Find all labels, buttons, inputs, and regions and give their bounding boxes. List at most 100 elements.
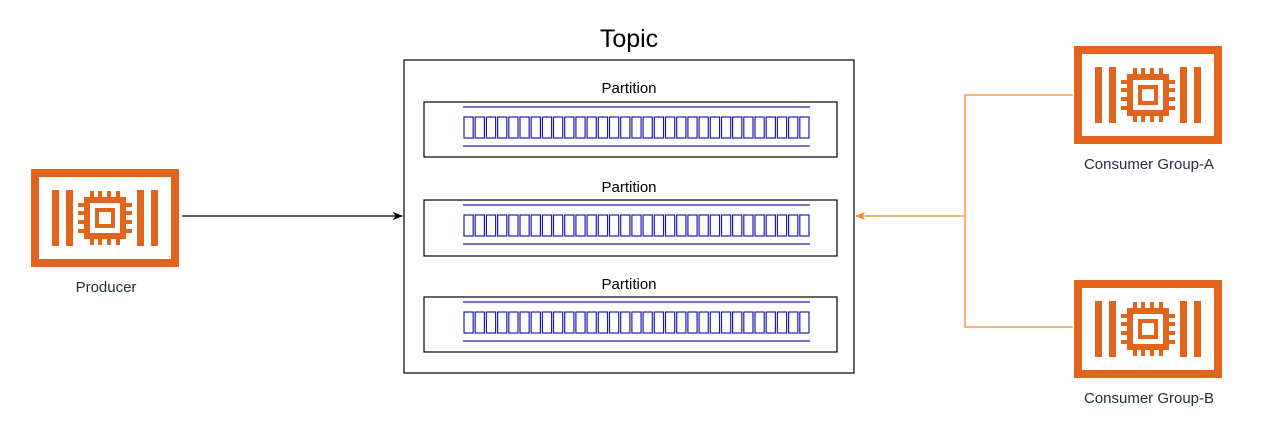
message-cell bbox=[787, 116, 799, 139]
message-cell bbox=[552, 116, 564, 139]
message-cell bbox=[530, 214, 542, 237]
message-cell bbox=[676, 311, 687, 334]
message-cell bbox=[474, 116, 486, 139]
message-cell bbox=[720, 116, 732, 139]
message-cell bbox=[653, 116, 665, 139]
consumer-group-b-label: Consumer Group-B bbox=[1084, 390, 1214, 407]
message-cell bbox=[664, 311, 676, 334]
message-cell bbox=[541, 311, 553, 334]
message-cell bbox=[608, 116, 620, 139]
message-cell bbox=[474, 311, 486, 334]
message-cell bbox=[709, 116, 721, 139]
message-cell bbox=[698, 214, 709, 237]
message-cell bbox=[575, 311, 586, 334]
partition-label: Partition bbox=[601, 276, 656, 293]
message-cell bbox=[586, 116, 597, 139]
message-cell bbox=[765, 116, 777, 139]
message-cell bbox=[799, 116, 810, 139]
message-cell bbox=[731, 116, 743, 139]
message-cell bbox=[519, 311, 530, 334]
message-cell bbox=[743, 311, 754, 334]
message-cell bbox=[754, 214, 765, 237]
message-queue bbox=[463, 301, 810, 342]
message-queue bbox=[463, 204, 810, 245]
message-cell bbox=[731, 214, 743, 237]
message-cell bbox=[530, 116, 542, 139]
message-cell bbox=[519, 116, 530, 139]
message-cell bbox=[754, 116, 765, 139]
message-cell bbox=[642, 116, 653, 139]
message-cell bbox=[642, 311, 653, 334]
message-cell bbox=[463, 214, 474, 237]
message-cell bbox=[552, 214, 564, 237]
message-cell bbox=[664, 214, 676, 237]
message-cell bbox=[754, 311, 765, 334]
message-cell bbox=[608, 311, 620, 334]
message-cell bbox=[541, 116, 553, 139]
message-cell bbox=[586, 311, 597, 334]
consumer-group-a-icon[interactable] bbox=[1078, 50, 1218, 140]
message-cell bbox=[552, 311, 564, 334]
message-cell bbox=[653, 214, 665, 237]
message-cell bbox=[497, 311, 508, 334]
message-cell bbox=[720, 214, 732, 237]
partition-box bbox=[423, 296, 838, 353]
message-cell bbox=[687, 311, 698, 334]
message-cell bbox=[765, 311, 777, 334]
partition-box bbox=[423, 101, 838, 158]
topic-container bbox=[403, 59, 855, 374]
message-cell bbox=[664, 116, 676, 139]
message-cell bbox=[631, 116, 642, 139]
producer-label: Producer bbox=[76, 279, 137, 296]
consumer-bus-line bbox=[964, 94, 1073, 328]
message-cell bbox=[541, 214, 553, 237]
message-cell bbox=[676, 116, 687, 139]
message-cell bbox=[799, 214, 810, 237]
message-cell bbox=[530, 311, 542, 334]
message-cell bbox=[597, 214, 609, 237]
message-cell bbox=[776, 311, 788, 334]
message-cell bbox=[642, 214, 653, 237]
message-cell bbox=[463, 116, 474, 139]
partition-label: Partition bbox=[601, 80, 656, 97]
message-cell bbox=[709, 214, 721, 237]
message-cell bbox=[474, 214, 486, 237]
message-cell bbox=[608, 214, 620, 237]
message-cell bbox=[720, 311, 732, 334]
message-cell bbox=[620, 311, 631, 334]
message-cell bbox=[676, 214, 687, 237]
message-cell bbox=[776, 116, 788, 139]
message-cell bbox=[586, 214, 597, 237]
message-cell bbox=[653, 311, 665, 334]
message-cell bbox=[787, 214, 799, 237]
message-cell bbox=[787, 311, 799, 334]
message-cell bbox=[687, 116, 698, 139]
message-cell bbox=[687, 214, 698, 237]
message-cell bbox=[731, 311, 743, 334]
message-cell bbox=[497, 214, 508, 237]
message-cell bbox=[575, 214, 586, 237]
message-cell bbox=[620, 214, 631, 237]
producer-icon[interactable] bbox=[35, 173, 175, 263]
message-cell bbox=[776, 214, 788, 237]
message-cell bbox=[519, 214, 530, 237]
message-cell bbox=[631, 311, 642, 334]
message-cell bbox=[743, 116, 754, 139]
message-cell bbox=[799, 311, 810, 334]
message-cell bbox=[631, 214, 642, 237]
message-cell bbox=[765, 214, 777, 237]
partition-box bbox=[423, 199, 838, 257]
message-cell bbox=[463, 311, 474, 334]
message-cell bbox=[709, 311, 721, 334]
message-queue bbox=[463, 106, 810, 147]
message-cell bbox=[698, 116, 709, 139]
consumer-group-a-label: Consumer Group-A bbox=[1084, 156, 1214, 173]
message-cell bbox=[485, 116, 497, 139]
message-cell bbox=[564, 116, 575, 139]
message-cell bbox=[564, 214, 575, 237]
message-cell bbox=[508, 116, 519, 139]
message-cell bbox=[485, 214, 497, 237]
message-cell bbox=[597, 116, 609, 139]
consumer-group-b-icon[interactable] bbox=[1078, 284, 1218, 374]
